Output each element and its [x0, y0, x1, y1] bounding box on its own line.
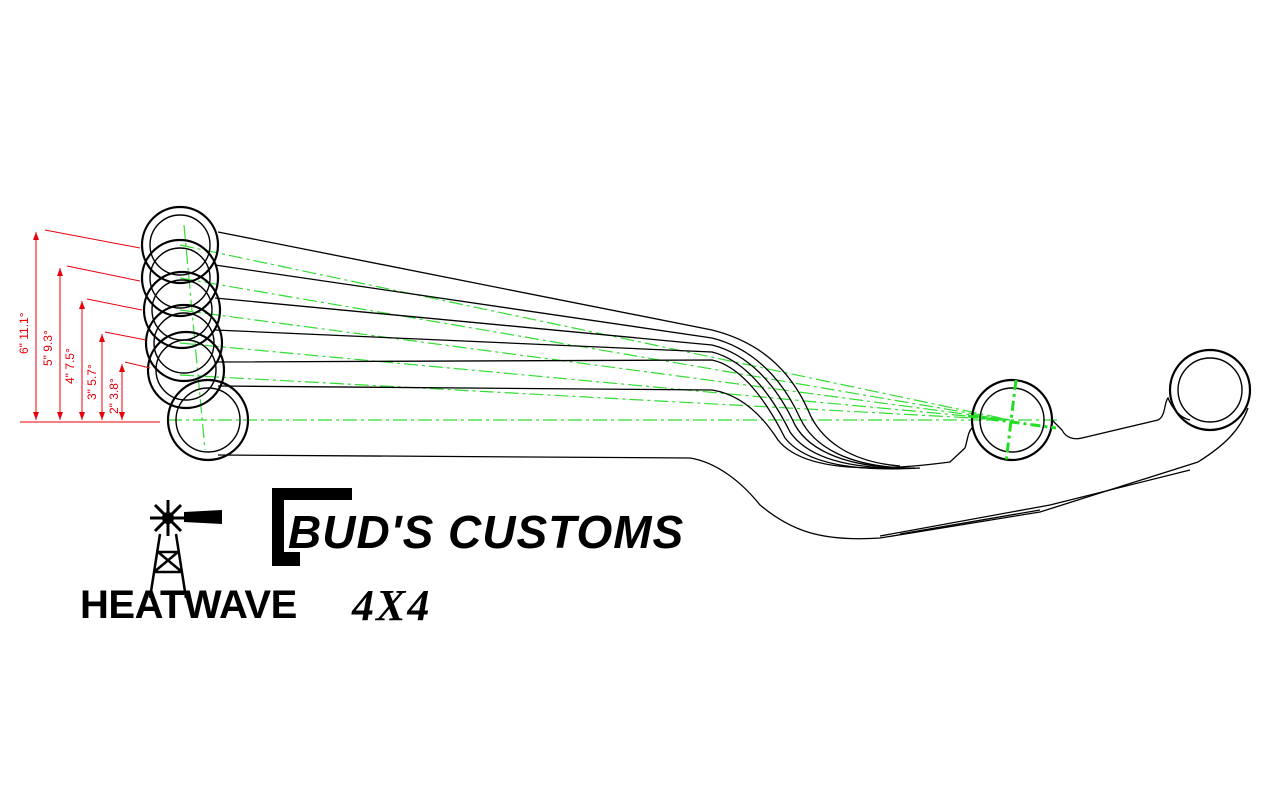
- dim-label-6: 6" 11.1°: [17, 312, 31, 354]
- centerline-6: [179, 244, 1011, 421]
- fourbyfour-text: 4X4: [351, 581, 431, 630]
- lift-dimensions: [20, 229, 160, 423]
- spring-top-0: [217, 385, 966, 469]
- eye-2: [146, 330, 226, 410]
- buds-customs-logo: BUD'S CUSTOMS: [272, 488, 684, 566]
- dim-ext-4: [86, 298, 143, 311]
- spring-top-4: [214, 297, 911, 469]
- centerline-4: [179, 309, 1011, 421]
- dim-label-5: 5" 9.3°: [41, 330, 55, 366]
- heatwave-text: HEATWAVE: [80, 583, 297, 627]
- dim-label-4: 4" 7.5°: [63, 348, 77, 384]
- rear-eye: [1168, 348, 1252, 432]
- front-eye-crosshair: [967, 379, 1057, 463]
- front-eye: [970, 378, 1054, 462]
- windmill-icon: [148, 500, 222, 599]
- dim-ext-2: [124, 361, 151, 369]
- spring-leaf-1: [879, 469, 1191, 537]
- dim-ext-5: [66, 265, 141, 282]
- centerline-2: [179, 374, 1011, 421]
- centerline-5: [179, 277, 1011, 421]
- dim-label-2: 2" 3.8°: [107, 378, 121, 414]
- buds-c-emblem: [272, 488, 352, 566]
- centerline-3: [179, 342, 1011, 421]
- buds-customs-text: BUD'S CUSTOMS: [288, 506, 684, 558]
- spring-eyes: [140, 205, 1252, 462]
- eye-5: [140, 238, 220, 318]
- dim-ext-6: [44, 229, 141, 249]
- spring-rear-top: [1051, 396, 1191, 440]
- eye-6: [140, 205, 220, 285]
- spring-top-5: [214, 264, 906, 469]
- spring-leaf-2: [899, 509, 1041, 535]
- dim-ext-3: [104, 331, 147, 341]
- spring-bottom: [217, 407, 1249, 540]
- spring-top-3: [214, 329, 916, 469]
- heatwave-logo: HEATWAVE 4X4: [80, 500, 431, 630]
- spring-rear-hook: [964, 427, 973, 449]
- spring-top-6: [217, 231, 901, 467]
- eye-0: [166, 378, 250, 462]
- dimension-labels: 6" 11.1° 5" 9.3° 4" 7.5° 3" 5.7° 2" 3.8°: [17, 312, 121, 414]
- leaf-spring-outlines: [214, 231, 1249, 540]
- dim-label-3: 3" 5.7°: [85, 364, 99, 400]
- eye-centerlines: [168, 224, 1060, 451]
